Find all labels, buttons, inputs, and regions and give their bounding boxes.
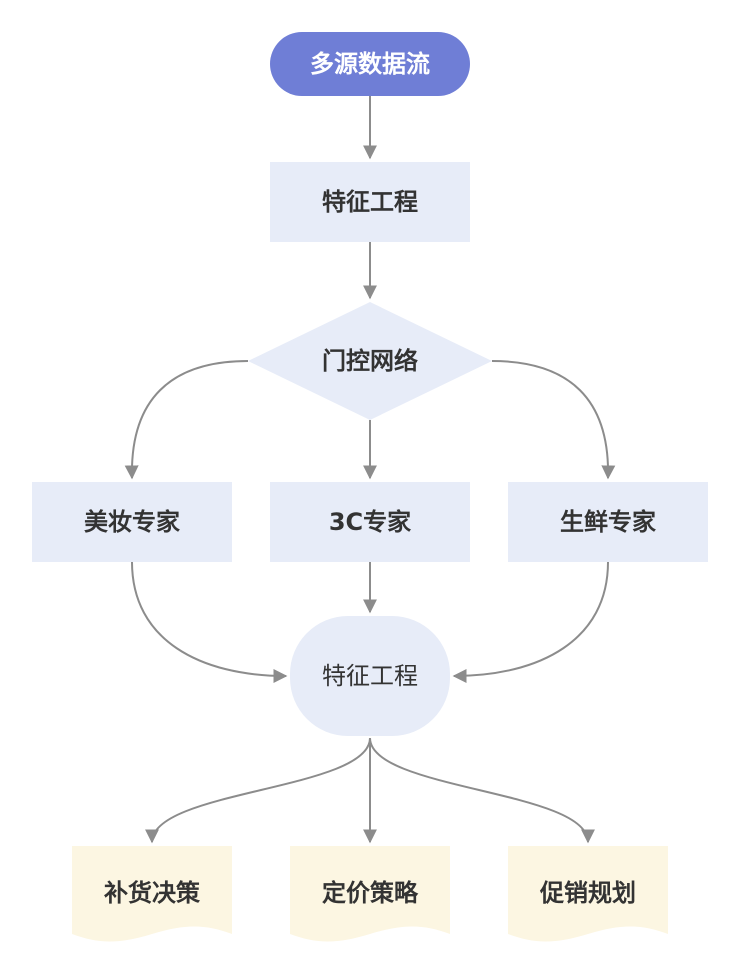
node-out-pricing-label: 定价策略 (322, 879, 419, 907)
node-expert-3c: 3C专家 (270, 482, 470, 562)
node-feature-top-label: 特征工程 (322, 188, 418, 216)
edge-merge-to-promo (369, 737, 595, 844)
node-feature-bottom: 特征工程 (290, 616, 450, 736)
node-gating: 门控网络 (248, 302, 492, 420)
edge-fresh-to-merge (452, 561, 609, 683)
node-expert-fresh-label: 生鲜专家 (560, 508, 656, 536)
node-feature-top: 特征工程 (270, 162, 470, 242)
node-feature-bottom-label: 特征工程 (322, 662, 418, 690)
edge-gating-to-beauty (124, 360, 249, 480)
node-expert-beauty-label: 美妆专家 (84, 508, 180, 536)
node-expert-fresh: 生鲜专家 (508, 482, 708, 562)
edges (124, 96, 616, 844)
node-out-pricing: 定价策略 (290, 846, 450, 942)
edge-merge-to-restock (145, 737, 371, 844)
edge-gating-to-fresh (491, 360, 616, 480)
node-out-restock-label: 补货决策 (104, 879, 201, 907)
edge-beauty-to-merge (131, 561, 288, 683)
node-source: 多源数据流 (270, 32, 470, 96)
node-expert-beauty: 美妆专家 (32, 482, 232, 562)
node-out-promo: 促销规划 (508, 846, 668, 942)
node-out-restock: 补货决策 (72, 846, 232, 942)
node-gating-label: 门控网络 (322, 347, 418, 375)
node-source-label: 多源数据流 (310, 50, 430, 78)
node-expert-3c-label: 3C专家 (329, 508, 411, 536)
node-out-promo-label: 促销规划 (539, 879, 636, 907)
